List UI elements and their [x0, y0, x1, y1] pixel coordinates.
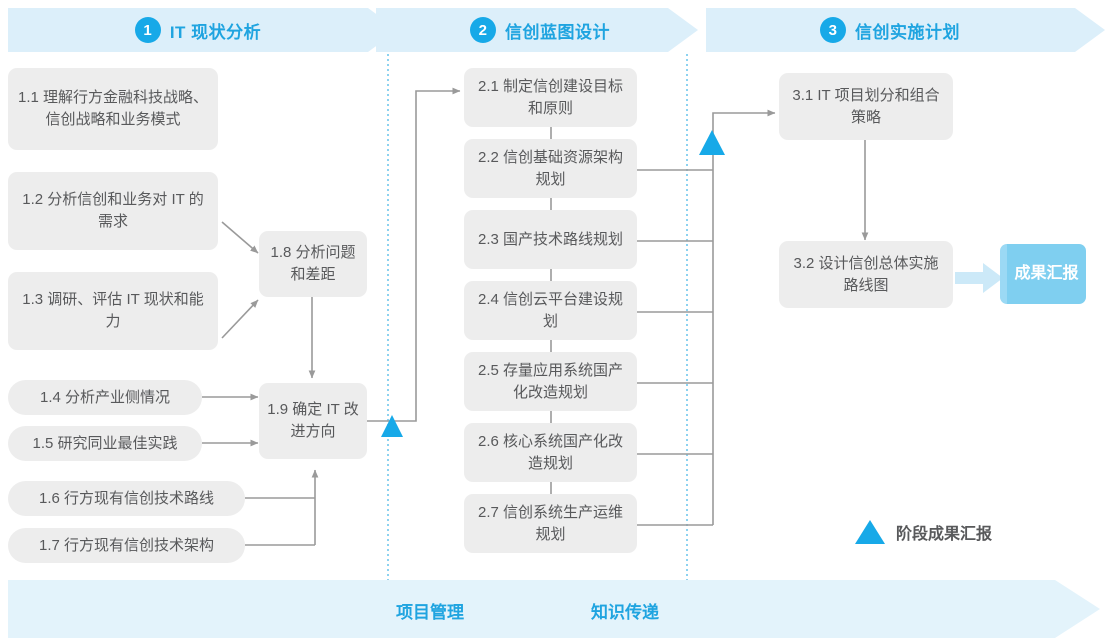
phase-number-2: 2	[470, 17, 496, 43]
process-box-1-1-label: 1.1 理解行方金融科技战略、信创战略和业务模式	[17, 89, 209, 128]
connector-1-3-to-1-8	[221, 299, 259, 339]
process-box-2-3-label: 2.3 国产技术路线规划	[477, 230, 624, 248]
process-box-1-4-label: 1.4 分析产业侧情况	[39, 388, 171, 406]
process-box-1-5[interactable]: 1.5 研究同业最佳实践	[8, 426, 202, 461]
phase-header-2[interactable]: 2 信创蓝图设计	[390, 8, 690, 52]
milestone-triangle-phase2	[699, 130, 725, 155]
connector-to-3-1	[712, 109, 776, 148]
process-box-2-2[interactable]: 2.2 信创基础资源架构规划	[464, 139, 637, 198]
process-box-1-7[interactable]: 1.7 行方现有信创技术架构	[8, 528, 245, 563]
process-box-1-3-label: 1.3 调研、评估 IT 现状和能力	[22, 291, 204, 330]
phase-number-1: 1	[134, 17, 161, 43]
legend-label: 阶段成果汇报	[896, 526, 993, 543]
process-box-3-2[interactable]: 3.2 设计信创总体实施路线图	[779, 241, 953, 308]
process-box-2-5[interactable]: 2.5 存量应用系统国产化改造规划	[464, 352, 637, 411]
result-box-label: 成果汇报	[1014, 265, 1079, 283]
process-box-2-4-label: 2.4 信创云平台建设规划	[477, 290, 624, 330]
process-box-2-4[interactable]: 2.4 信创云平台建设规划	[464, 281, 637, 340]
legend-milestone: 阶段成果汇报	[855, 520, 992, 544]
process-box-2-7[interactable]: 2.7 信创系统生产运维规划	[464, 494, 637, 553]
process-box-1-8-label: 1.8 分析问题和差距	[270, 244, 356, 283]
footer-label-knowledge-transfer[interactable]: 知识传递	[591, 603, 659, 622]
process-box-1-9[interactable]: 1.9 确定 IT 改进方向	[259, 383, 367, 459]
process-box-1-2-label: 1.2 分析信创和业务对 IT 的需求	[22, 191, 204, 230]
process-box-3-1[interactable]: 3.1 IT 项目划分和组合策略	[779, 73, 953, 140]
triangle-icon	[855, 520, 885, 544]
process-box-1-3[interactable]: 1.3 调研、评估 IT 现状和能力	[8, 272, 218, 350]
process-box-1-1[interactable]: 1.1 理解行方金融科技战略、信创战略和业务模式	[8, 68, 218, 150]
process-box-1-2[interactable]: 1.2 分析信创和业务对 IT 的需求	[8, 172, 218, 250]
milestone-triangle-phase1	[381, 415, 403, 437]
process-box-2-2-label: 2.2 信创基础资源架构规划	[477, 148, 624, 188]
phase-label-2: 信创蓝图设计	[505, 22, 610, 42]
process-box-2-1-label: 2.1 制定信创建设目标和原则	[477, 77, 624, 117]
process-box-1-5-label: 1.5 研究同业最佳实践	[32, 434, 178, 452]
process-box-1-9-label: 1.9 确定 IT 改进方向	[267, 401, 359, 440]
footer-label-project-management[interactable]: 项目管理	[396, 603, 464, 622]
process-box-1-4[interactable]: 1.4 分析产业侧情况	[8, 380, 202, 415]
process-box-2-7-label: 2.7 信创系统生产运维规划	[477, 503, 624, 543]
process-box-2-6-label: 2.6 核心系统国产化改造规划	[477, 432, 624, 472]
connector-1-9-to-2-1	[367, 87, 461, 422]
process-box-1-6-label: 1.6 行方现有信创技术路线	[38, 489, 215, 507]
process-box-1-6[interactable]: 1.6 行方现有信创技术路线	[8, 481, 245, 516]
phase-header-3[interactable]: 3 信创实施计划	[700, 8, 1080, 52]
process-box-2-6[interactable]: 2.6 核心系统国产化改造规划	[464, 423, 637, 482]
result-arrow-icon	[955, 263, 1003, 293]
phase-label-3: 信创实施计划	[855, 22, 960, 42]
process-box-2-5-label: 2.5 存量应用系统国产化改造规划	[477, 361, 624, 401]
phase-number-3: 3	[820, 17, 846, 43]
result-box[interactable]: 成果汇报	[1000, 244, 1086, 304]
phase-label-1: IT 现状分析	[169, 22, 262, 42]
process-box-2-3[interactable]: 2.3 国产技术路线规划	[464, 210, 637, 269]
process-box-1-8[interactable]: 1.8 分析问题和差距	[259, 231, 367, 297]
process-box-2-1[interactable]: 2.1 制定信创建设目标和原则	[464, 68, 637, 127]
process-box-1-7-label: 1.7 行方现有信创技术架构	[38, 536, 215, 554]
phase-header-1[interactable]: 1 IT 现状分析	[8, 8, 388, 52]
connector-1-2-to-1-8	[221, 221, 259, 254]
footer-band	[8, 580, 1100, 638]
process-box-3-2-label: 3.2 设计信创总体实施路线图	[793, 254, 939, 294]
process-box-3-1-label: 3.1 IT 项目划分和组合策略	[792, 86, 940, 126]
